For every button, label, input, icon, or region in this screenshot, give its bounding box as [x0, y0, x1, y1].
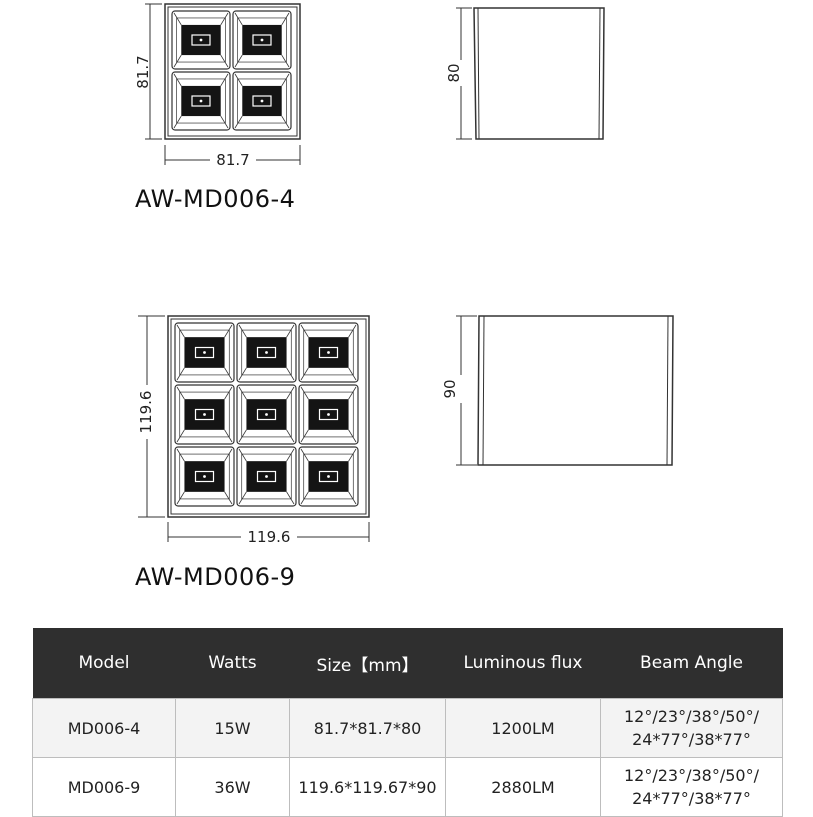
led-chip — [252, 95, 272, 107]
cell-model: MD006-9 — [32, 757, 176, 817]
model-title-md006-9: AW-MD006-9 — [135, 563, 296, 591]
header-luminous-flux: Luminous flux — [445, 628, 601, 699]
led-chip — [318, 346, 339, 359]
lens-cell — [298, 384, 359, 445]
spec-table: Model Watts Size【mm】 Luminous flux Beam … — [32, 628, 783, 817]
model-title-md006-4: AW-MD006-4 — [135, 185, 296, 213]
table-header-row: Model Watts Size【mm】 Luminous flux Beam … — [32, 628, 783, 699]
led-chip — [256, 408, 277, 421]
depth-label: 81.7 — [134, 55, 152, 88]
height-label: 90 — [441, 379, 459, 398]
dimension-depth-md006-9: 119.6 — [136, 315, 165, 518]
cell-size: 119.6*119.67*90 — [289, 757, 446, 817]
header-watts: Watts — [175, 628, 290, 699]
lens-cell — [298, 446, 359, 507]
header-model: Model — [32, 628, 176, 699]
beam-angle-line-1: 12°/23°/38°/50°/ — [624, 707, 759, 726]
led-chip — [256, 470, 277, 483]
led-chip — [194, 470, 215, 483]
cell-watts: 15W — [175, 698, 290, 758]
cell-flux: 1200LM — [445, 698, 601, 758]
lens-cell — [174, 322, 235, 383]
side-view-md006-4 — [473, 7, 605, 140]
dimension-height-md006-9: 90 — [441, 315, 477, 466]
dimension-width-md006-4: 81.7 — [164, 145, 301, 169]
front-view-md006-4 — [164, 3, 301, 140]
housing-outline — [167, 315, 370, 518]
housing-inner-outline — [170, 318, 367, 515]
cell-beam-angle: 12°/23°/38°/50°/ 24*77°/38*77° — [600, 698, 783, 758]
led-chip — [256, 346, 277, 359]
lens-cell — [171, 10, 231, 70]
lens-cell — [174, 446, 235, 507]
cell-beam-angle: 12°/23°/38°/50°/ 24*77°/38*77° — [600, 757, 783, 817]
cell-size: 81.7*81.7*80 — [289, 698, 446, 758]
header-beam-angle: Beam Angle — [600, 628, 783, 699]
cell-model: MD006-4 — [32, 698, 176, 758]
lens-cell — [298, 322, 359, 383]
lens-cell — [232, 10, 292, 70]
dimension-depth-md006-4: 81.7 — [134, 3, 162, 140]
led-chip — [191, 95, 211, 107]
led-chip — [194, 408, 215, 421]
technical-drawing: 81.7 81.7 80 119.6 119.6 — [134, 3, 674, 546]
led-chip — [194, 346, 215, 359]
beam-angle-line-1: 12°/23°/38°/50°/ — [624, 766, 759, 785]
table-row: MD006-9 36W 119.6*119.67*90 2880LM 12°/2… — [32, 757, 783, 817]
lens-cell — [171, 71, 231, 131]
table-row: MD006-4 15W 81.7*81.7*80 1200LM 12°/23°/… — [32, 698, 783, 758]
housing-outline — [164, 3, 301, 140]
cell-flux: 2880LM — [445, 757, 601, 817]
lens-cell — [236, 322, 297, 383]
lens-cell — [236, 446, 297, 507]
lens-grid — [174, 322, 359, 507]
side-view-md006-9 — [477, 315, 674, 466]
lens-cell — [232, 71, 292, 131]
width-label: 119.6 — [248, 528, 291, 546]
width-label: 81.7 — [216, 151, 249, 169]
beam-angle-line-2: 24*77°/38*77° — [632, 789, 751, 808]
depth-label: 119.6 — [137, 391, 155, 434]
height-label: 80 — [445, 63, 463, 82]
beam-angle-line-2: 24*77°/38*77° — [632, 730, 751, 749]
lens-cell — [236, 384, 297, 445]
led-chip — [191, 34, 211, 46]
cell-watts: 36W — [175, 757, 290, 817]
dimension-height-md006-4: 80 — [445, 7, 472, 140]
housing-inner-outline — [167, 6, 298, 137]
led-chip — [318, 408, 339, 421]
led-chip — [318, 470, 339, 483]
led-chip — [252, 34, 272, 46]
lens-cell — [174, 384, 235, 445]
dimension-width-md006-9: 119.6 — [167, 522, 370, 546]
header-size: Size【mm】 — [289, 628, 446, 699]
lens-grid — [171, 10, 292, 131]
front-view-md006-9 — [167, 315, 370, 518]
